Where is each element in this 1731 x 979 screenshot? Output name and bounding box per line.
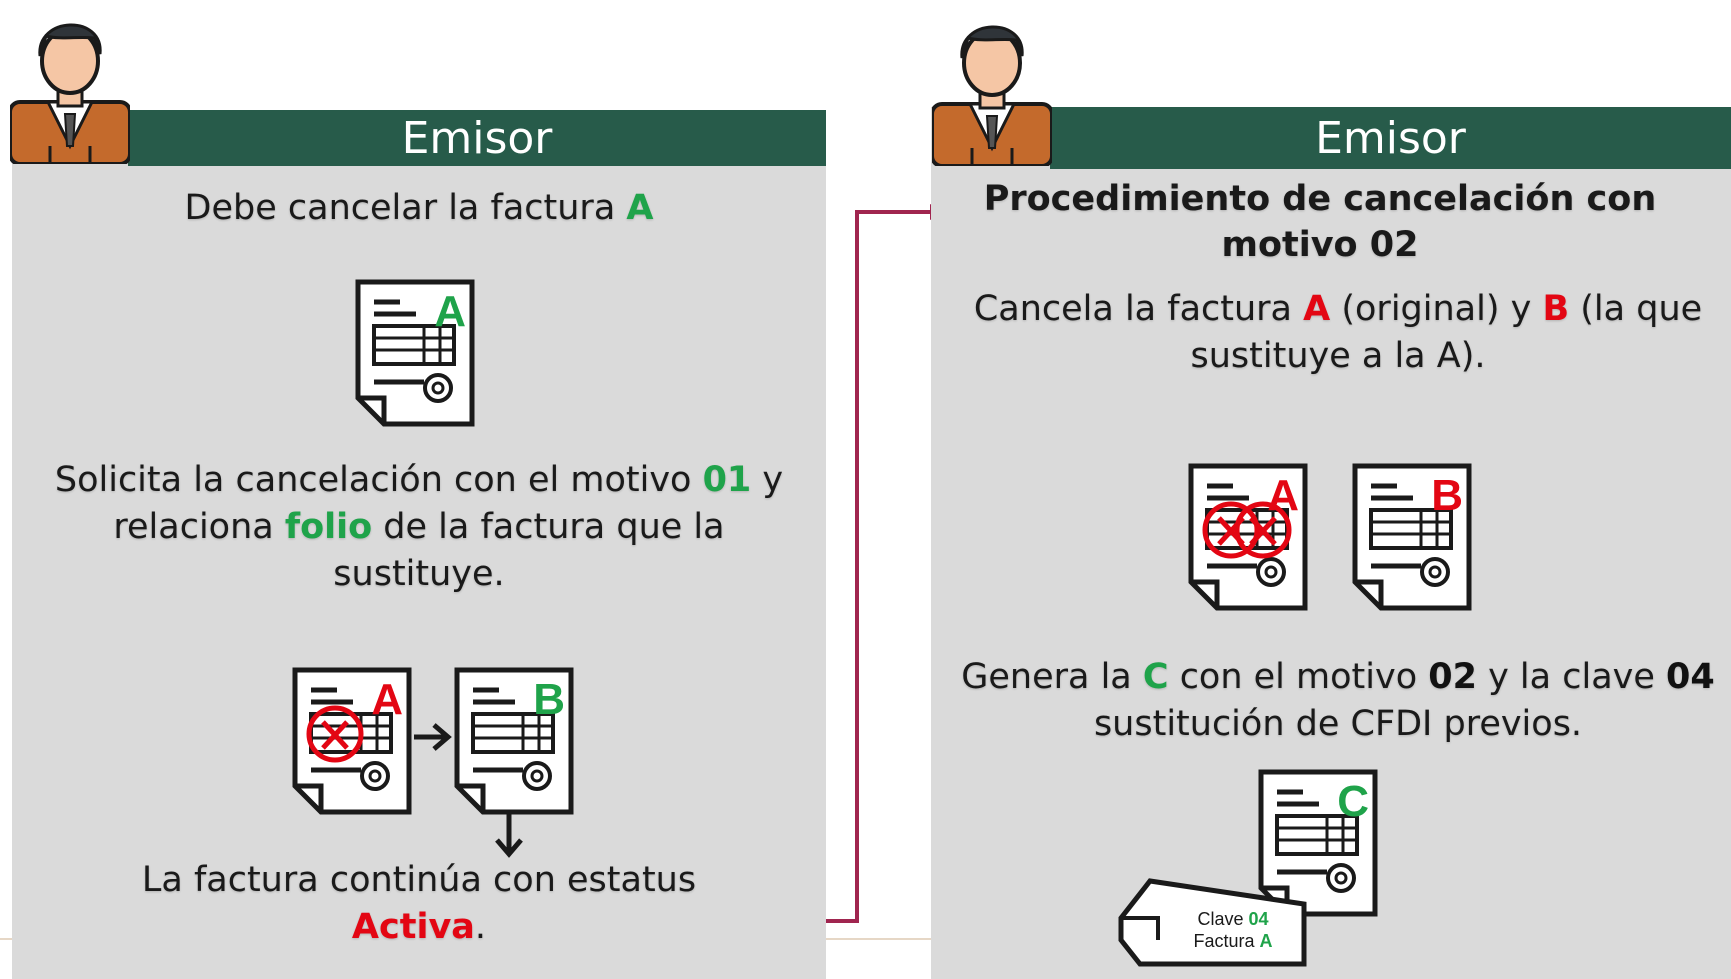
status-activa: Activa — [351, 907, 475, 947]
left-header-title: Emisor — [401, 112, 553, 164]
left-para3: La factura continúa con estatus Activa. — [112, 857, 726, 951]
left-para3-t2: . — [474, 907, 487, 947]
tag-factura-line: Factura A — [1178, 930, 1288, 952]
tag-clave-label: Clave — [1197, 909, 1249, 929]
left-para2-t2: y relaciona — [113, 460, 784, 547]
relation-tag-text: Clave 04 Factura A — [1178, 908, 1288, 952]
invoice-a-cancelled-icon: A — [292, 667, 412, 815]
footer-line — [0, 938, 1731, 940]
right-title: Procedimiento de cancelación con motivo … — [960, 176, 1680, 268]
right-para1-a: A — [1303, 289, 1331, 329]
left-para2-folio: folio — [284, 507, 373, 547]
invoice-a-icon: A — [355, 279, 475, 427]
tag-factura-value: A — [1259, 931, 1273, 951]
right-para2-t1: Genera la — [961, 657, 1143, 697]
emisor-avatar-icon — [10, 23, 130, 164]
doc-letter-a1: A — [434, 287, 466, 336]
right-para2: Genera la C con el motivo 02 y la clave … — [958, 654, 1718, 748]
right-para2-c: C — [1142, 657, 1169, 697]
invoice-b-icon: B — [1352, 463, 1472, 611]
left-line1-text: Debe cancelar la factura — [184, 188, 627, 228]
tag-clave-line: Clave 04 — [1178, 908, 1288, 930]
tag-factura-label: Factura — [1193, 931, 1260, 951]
left-panel — [12, 110, 826, 979]
right-para1: Cancela la factura A (original) y B (la … — [948, 286, 1728, 380]
doc-letter-a: A — [1267, 471, 1299, 520]
left-line1: Debe cancelar la factura A — [12, 185, 826, 232]
invoice-b-icon: B — [454, 667, 574, 815]
right-panel-header: Emisor — [1050, 107, 1731, 169]
right-para1-t3: (la que sustituye a la A). — [1190, 289, 1703, 376]
doc-letter-a2: A — [371, 675, 403, 724]
right-para2-t4: sustitución de CFDI previos. — [1093, 704, 1583, 744]
right-para2-t2: con el motivo — [1168, 657, 1429, 697]
doc-letter-b: B — [533, 675, 565, 724]
invoice-c-icon: C — [1258, 769, 1378, 917]
right-para2-t3: y la clave — [1476, 657, 1667, 697]
invoice-a-cancelled-icon: A — [1188, 463, 1308, 611]
arrow-right-icon — [414, 723, 452, 751]
right-para1-b: B — [1542, 289, 1570, 329]
right-para2-clave: 04 — [1666, 657, 1715, 697]
right-header-title: Emisor — [1315, 112, 1466, 164]
doc-letter-b-right: B — [1431, 471, 1463, 520]
left-para3-t1: La factura continúa con estatus — [141, 860, 697, 900]
left-para2-t1: Solicita la cancelación con el motivo — [54, 460, 703, 500]
tag-clave-value: 04 — [1248, 909, 1269, 929]
right-para2-motivo: 02 — [1428, 657, 1477, 697]
doc-letter-c: C — [1337, 777, 1369, 826]
right-para1-t1: Cancela la factura — [973, 289, 1304, 329]
right-title-text: Procedimiento de cancelación con motivo … — [983, 179, 1657, 265]
right-para1-t2: (original) y — [1330, 289, 1543, 329]
left-line1-letter: A — [626, 188, 654, 228]
left-panel-header: Emisor — [128, 110, 826, 166]
left-para2-motivo: 01 — [702, 460, 752, 500]
relation-tag-icon — [1118, 878, 1307, 967]
emisor-avatar-icon — [932, 25, 1052, 166]
arrow-down-icon — [495, 814, 523, 858]
left-para2-t3: de la factura que la sustituye. — [333, 507, 725, 594]
left-para2: Solicita la cancelación con el motivo 01… — [32, 457, 806, 598]
